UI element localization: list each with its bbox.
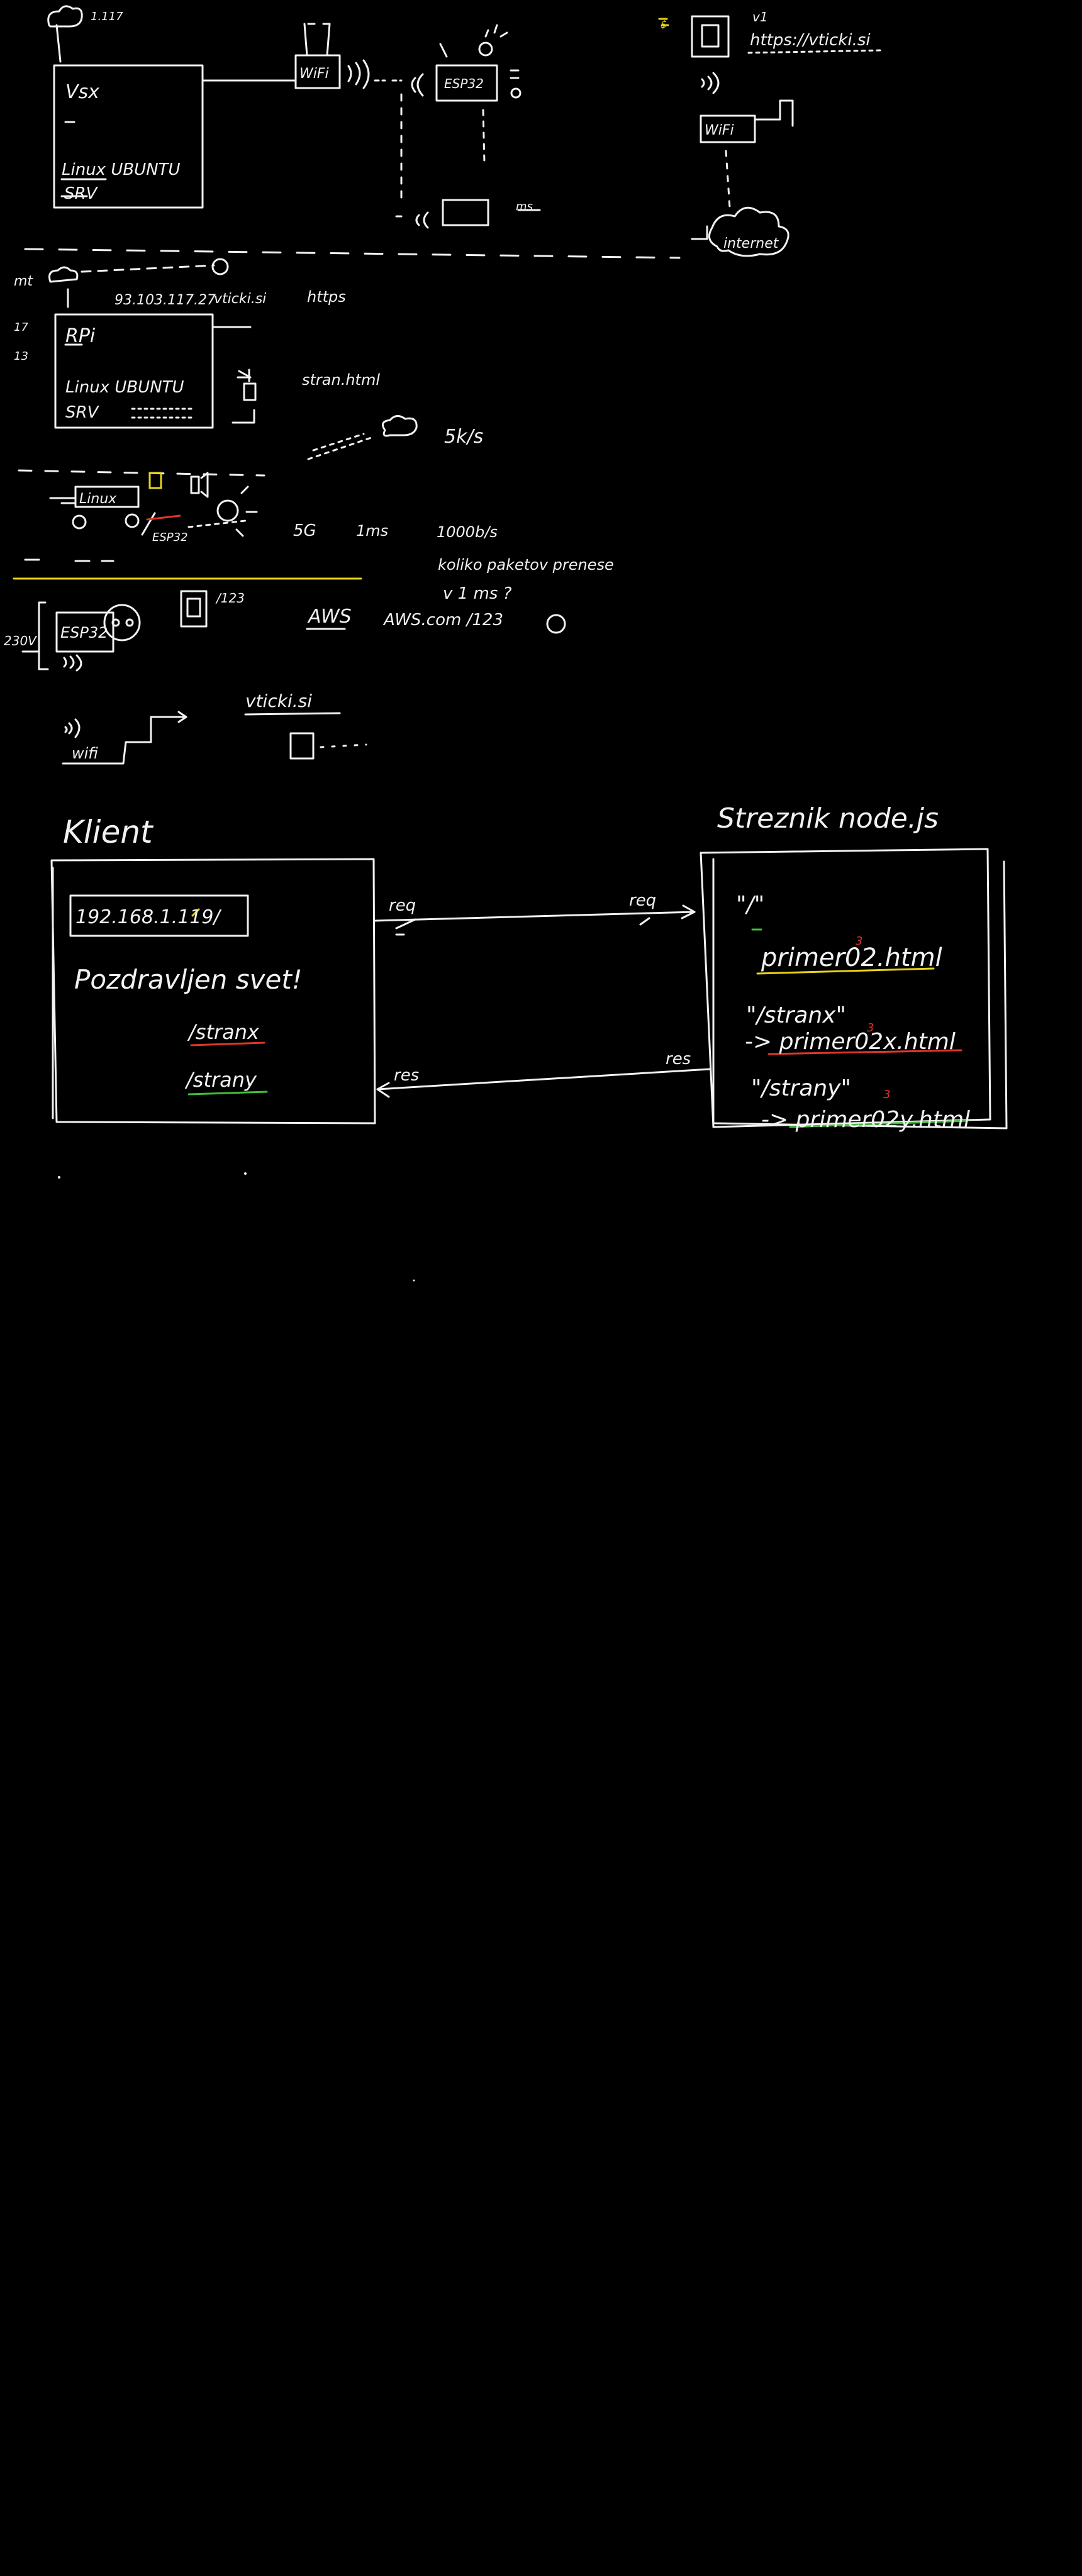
server-route-x: "/stranx" <box>746 1002 846 1028</box>
wifi-router-icon <box>294 54 341 89</box>
req-label-right: req <box>629 891 656 910</box>
server-type: SRV <box>64 184 99 203</box>
ip-small-label: /123 <box>215 591 245 606</box>
question-line-1: koliko paketov prenese <box>438 556 614 574</box>
public-ip: 93.103.117.27 <box>114 292 216 308</box>
client-message[interactable]: Pozdravljen svet! <box>74 964 303 995</box>
client-box <box>50 858 376 1124</box>
underline-link1 <box>190 1041 265 1046</box>
esp32-box <box>55 611 114 653</box>
rpi-title: RPi <box>65 325 96 347</box>
rpi-server-box <box>54 313 214 429</box>
wifi-waves-icon <box>347 59 370 89</box>
server-box <box>700 848 991 1128</box>
server-route-y: "/strany" <box>751 1075 851 1101</box>
underline-y <box>789 1119 969 1128</box>
req-label-left: req <box>389 896 416 915</box>
globe-icon <box>211 258 229 275</box>
marker-x: 3 <box>867 1021 874 1035</box>
server-title: Streznik node.js <box>717 802 939 835</box>
sensor-label: ms <box>516 200 533 213</box>
esp-small-label: ESP32 <box>152 531 188 544</box>
server-route-root: "/" <box>736 892 764 918</box>
linux-box-small <box>74 486 140 508</box>
underline-root <box>756 967 935 975</box>
fiveg-label: 5G <box>293 521 316 540</box>
request-arrow <box>374 911 696 922</box>
protocol-label: https <box>307 288 346 306</box>
power-outlet-icon <box>103 604 141 641</box>
cloud-icon <box>47 5 83 28</box>
marker-y: 3 <box>883 1088 890 1101</box>
wifi-signal-icon-2 <box>64 718 81 738</box>
internet-label: internet <box>723 236 779 252</box>
phone-icon <box>691 15 730 58</box>
gear-icon <box>546 614 566 634</box>
vticki-url: vticki.si <box>245 691 312 711</box>
rpi-os: Linux UBUNTU <box>65 378 184 397</box>
url-label: https://vticki.si <box>750 31 871 50</box>
linux-small-label: Linux <box>79 491 117 507</box>
sensor-board <box>442 199 489 226</box>
voltage-label: 230V <box>4 633 37 648</box>
cloud-icon-2 <box>48 266 79 283</box>
underline-link2 <box>187 1091 268 1096</box>
response-arrow <box>376 1068 711 1091</box>
mt-label: mt <box>14 274 33 289</box>
latency-label: 1ms <box>356 522 388 540</box>
underline-x <box>767 1049 962 1055</box>
wifi-label: WiFi <box>299 66 329 82</box>
wifi-label-2: WiFi <box>705 123 734 138</box>
question-line-2: v 1 ms ? <box>443 584 512 603</box>
server-os: Linux UBUNTU <box>62 160 181 179</box>
server-file-y: -> primer02y.html <box>761 1107 970 1133</box>
res-label-right: res <box>666 1050 691 1069</box>
sun-icon <box>216 499 239 522</box>
aws-label: AWS <box>307 606 352 628</box>
domain-label: vticki.si <box>214 291 266 307</box>
internet-cloud-icon <box>708 206 789 257</box>
bulb-icon <box>439 24 508 58</box>
wifi-bottom-label: wifi <box>72 745 98 762</box>
client-address-bar <box>69 894 249 937</box>
marker-root: 3 <box>856 935 862 948</box>
cloud-icon-3 <box>381 415 418 437</box>
client-link-stranx[interactable]: /stranx <box>187 1020 260 1044</box>
server-file-root: primer02.html <box>761 943 942 972</box>
server-box <box>53 64 204 209</box>
esp-label: ESP32 <box>444 76 484 91</box>
side-label-1: 17 <box>14 321 28 334</box>
esp-box-label: ESP32 <box>60 624 108 641</box>
server-title: Vsx <box>65 81 99 103</box>
client-link-strany[interactable]: /strany <box>184 1068 257 1092</box>
middle-sketch <box>13 258 566 765</box>
ip-label: 1.117 <box>91 10 123 23</box>
speed-label: 5k/s <box>444 426 483 448</box>
throughput-label: 1000b/s <box>437 523 498 541</box>
wifi-router-2 <box>700 114 756 143</box>
aws-url: AWS.com /123 <box>382 611 503 630</box>
top-sketch <box>24 5 882 259</box>
yellow-marker <box>148 472 162 489</box>
rpi-type: SRV <box>65 403 100 422</box>
wifi-signal-icon <box>701 72 720 94</box>
page-label: stran.html <box>302 371 380 389</box>
esp32-board <box>435 64 498 102</box>
client-server-diagram <box>50 848 1008 1130</box>
dollar-label: $ <box>661 18 667 30</box>
client-title: Klient <box>63 814 154 850</box>
server-file-x: -> primer02x.html <box>745 1029 956 1055</box>
speaker-icon <box>190 472 209 498</box>
res-label-left: res <box>394 1066 419 1085</box>
client-address: 192.168.1.119/ <box>75 906 221 928</box>
side-label-2: 13 <box>14 350 28 363</box>
phone-icon-2 <box>180 590 208 628</box>
version-label: v1 <box>752 9 768 25</box>
